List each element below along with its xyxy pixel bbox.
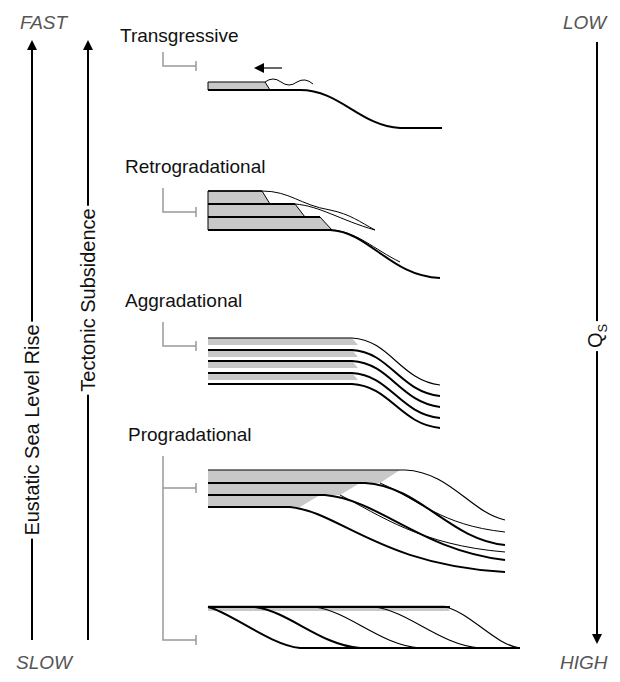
axis-label-group: QS	[580, 321, 615, 351]
axis-end: FAST	[20, 12, 67, 34]
axis-arrows	[32, 42, 597, 642]
axis-label: Tectonic Subsidence	[73, 205, 104, 394]
progradational-sketch	[208, 605, 520, 648]
stage-label: Progradational	[128, 424, 252, 446]
stage-label: Aggradational	[125, 290, 242, 312]
brackets	[163, 52, 196, 645]
retrogradational-sketch	[208, 191, 440, 278]
axis-label: Eustatic Sea Level Rise	[17, 321, 48, 538]
stage-label: Retrogradational	[125, 156, 265, 178]
stage-label: Transgressive	[120, 25, 239, 47]
transgressive-sketch	[208, 68, 442, 128]
aggradational-sketch	[208, 338, 440, 428]
axis-end: SLOW	[16, 652, 72, 674]
axis-subscript: S	[595, 324, 610, 333]
axis-label: Q	[584, 333, 606, 349]
axis-end: HIGH	[560, 652, 608, 674]
axis-end: LOW	[563, 12, 606, 34]
progradational-sketch	[208, 470, 505, 572]
